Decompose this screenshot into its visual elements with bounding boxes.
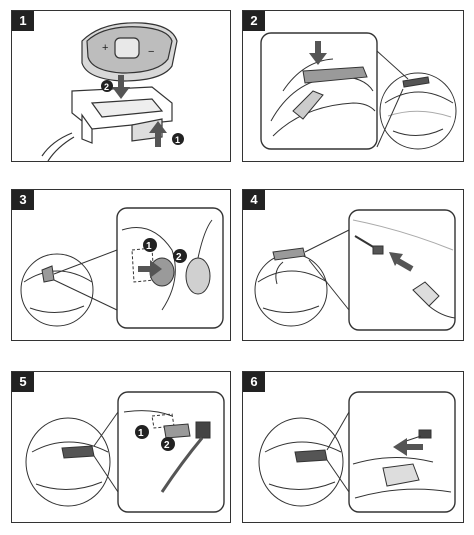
marker-2-label: 2	[164, 440, 170, 451]
arrow-down-icon	[309, 41, 327, 65]
step-panel-4: 4	[242, 189, 464, 341]
helmet-icon	[379, 72, 457, 150]
marker-2-label: 2	[104, 82, 109, 92]
marker-2-label: 2	[176, 252, 182, 263]
plus-button-label: +	[102, 42, 108, 54]
step-panel-5: 5 1 2	[11, 371, 231, 523]
step-number-badge: 2	[243, 11, 265, 31]
control-unit	[81, 22, 178, 82]
step-6-illustration	[258, 391, 456, 513]
zoom-detail-frame	[260, 32, 378, 150]
marker-1-icon	[172, 133, 184, 145]
step-4-illustration	[254, 209, 456, 331]
marker-1-label: 1	[138, 428, 144, 439]
marker-1-label: 1	[175, 135, 180, 145]
helmet-icon	[25, 417, 111, 507]
arrow-right-icon	[138, 260, 162, 278]
step-number-badge: 4	[243, 190, 265, 210]
step-number-badge: 1	[12, 11, 34, 31]
step-number-badge: 3	[12, 190, 34, 210]
zoom-detail-frame	[117, 391, 225, 513]
step-number-badge: 5	[12, 372, 34, 392]
arrow-left-icon	[393, 438, 423, 456]
helmet-icon	[254, 247, 328, 327]
marker-2-icon	[101, 80, 113, 92]
marker-2-icon	[173, 249, 187, 263]
marker-1-icon	[135, 425, 149, 439]
step-2-illustration	[260, 32, 457, 150]
arrow-up-icon	[149, 121, 167, 147]
step-3-illustration: 1 2	[20, 207, 224, 329]
step-panel-6: 6	[242, 371, 464, 523]
helmet-icon	[20, 253, 94, 327]
step-number-badge: 6	[243, 372, 265, 392]
marker-1-icon	[143, 238, 157, 252]
helmet-icon	[258, 417, 344, 507]
zoom-detail-frame	[348, 209, 456, 331]
marker-2-icon	[161, 437, 175, 451]
step-1-illustration: + − 2 1	[41, 22, 184, 161]
arrow-down-icon	[112, 75, 130, 99]
step-panel-3: 3 1 2	[11, 189, 231, 341]
step-panel-1: 1 + − 2 1	[11, 10, 231, 162]
minus-button-label: −	[148, 46, 154, 58]
step-panel-2: 2	[242, 10, 464, 162]
arrow-left-icon	[389, 252, 414, 272]
marker-1-label: 1	[146, 241, 152, 252]
clamp-base	[41, 86, 173, 161]
step-5-illustration: 1 2	[25, 391, 225, 513]
